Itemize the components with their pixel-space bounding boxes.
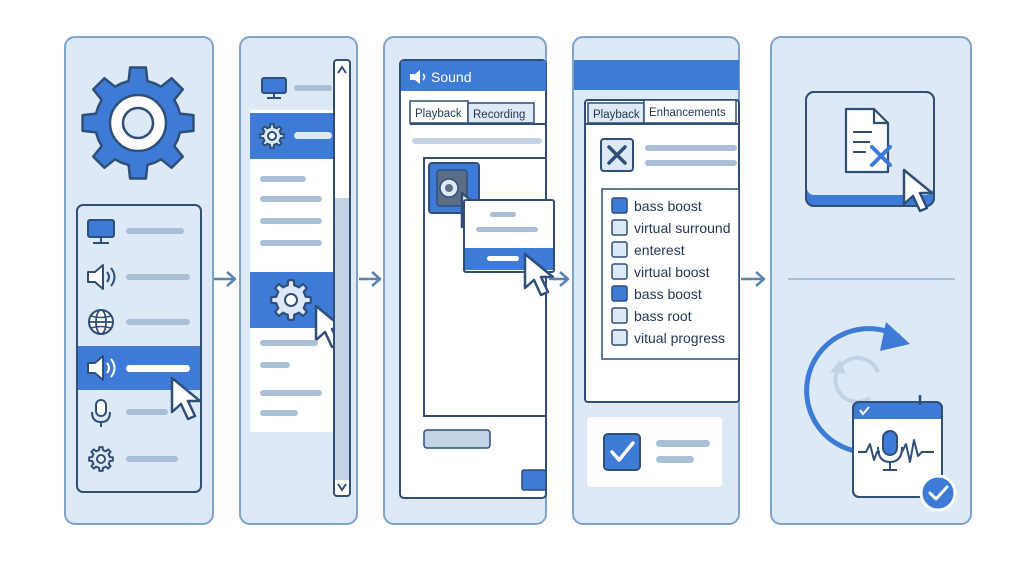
checkbox[interactable] [611, 285, 628, 302]
enhancements-options: bass boost virtual surround enterest virtua… [611, 197, 731, 346]
checkbox[interactable] [611, 197, 628, 214]
arrow-icon [214, 271, 237, 287]
waveform-icon [858, 439, 934, 463]
checkmark-icon [919, 474, 957, 512]
checkbox[interactable] [611, 263, 628, 280]
enhancement-option-label: bass boost [634, 198, 702, 214]
panel-step-5 [770, 36, 972, 525]
microphone-icon [877, 430, 903, 471]
tab-playback-label: Playback [415, 108, 462, 120]
microphone-icon [91, 399, 111, 427]
dialog-button[interactable] [423, 429, 491, 449]
monitor-icon [261, 77, 287, 99]
enhancement-option-label: bass root [634, 308, 692, 324]
checkbox[interactable] [611, 241, 628, 258]
window-titlebar [574, 60, 739, 90]
tab-recording-label: Recording [473, 109, 525, 121]
enhancement-option-label: enterest [634, 242, 685, 258]
enhancement-option[interactable]: bass boost [611, 197, 702, 214]
arrow-icon [549, 271, 570, 287]
gear-icon [270, 279, 312, 321]
checkmark-icon[interactable] [603, 433, 641, 471]
enhancement-option[interactable]: bass root [611, 307, 692, 324]
speaker-icon [410, 70, 426, 84]
panel-step-4: Playback Enhancements bass boost virtual … [572, 36, 740, 525]
checkbox[interactable] [611, 219, 628, 236]
enhancement-option-label: virtual boost [634, 264, 710, 280]
panel-step-3: Sound Playback Recording [383, 36, 555, 525]
globe-icon [88, 309, 114, 335]
close-icon[interactable] [600, 138, 634, 172]
gear-icon [81, 66, 195, 180]
enhancement-option[interactable]: bass boost [611, 285, 702, 302]
gear-icon [259, 123, 285, 149]
checkbox[interactable] [611, 307, 628, 324]
enhancement-option[interactable]: virtual surround [611, 219, 731, 236]
window-title: Sound [431, 69, 471, 85]
ok-button[interactable] [521, 469, 547, 491]
enhancement-option-label: bass boost [634, 286, 702, 302]
window-titlebar [401, 61, 546, 91]
speaker-icon [87, 355, 116, 381]
tab-playback-label: Playback [593, 109, 640, 121]
panel-step-2 [239, 36, 358, 525]
enhancement-option-label: virtual surround [634, 220, 731, 236]
enhancement-option[interactable]: enterest [611, 241, 685, 258]
gear-icon [88, 446, 114, 472]
speaker-icon [87, 264, 116, 290]
document-delete-icon [844, 107, 892, 174]
panel-step-1 [64, 36, 214, 525]
arrow-icon [359, 271, 382, 287]
scrollbar[interactable] [333, 59, 351, 497]
enhancement-option[interactable]: virtual boost [611, 263, 710, 280]
context-menu[interactable] [463, 199, 555, 273]
checkbox[interactable] [611, 329, 628, 346]
monitor-icon [87, 219, 115, 244]
enhancement-option[interactable]: vitual progress [611, 329, 725, 346]
refresh-icon [804, 322, 910, 455]
enhancement-option-label: vitual progress [634, 330, 725, 346]
arrow-icon [741, 271, 766, 287]
tab-enhancements-label: Enhancements [649, 107, 726, 119]
speaker-device-icon [436, 169, 468, 207]
